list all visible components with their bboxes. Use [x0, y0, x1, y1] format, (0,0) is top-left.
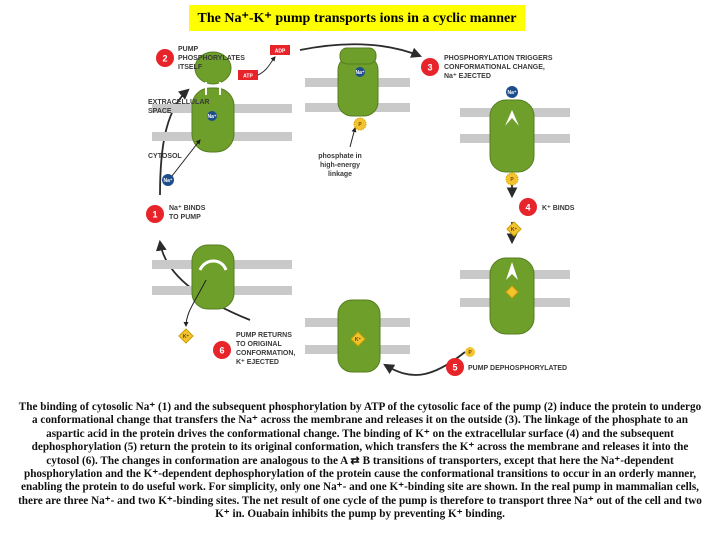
svg-text:PUMP DEPHOSPHORYLATED: PUMP DEPHOSPHORYLATED	[468, 365, 567, 372]
svg-text:K⁺: K⁺	[183, 334, 190, 340]
svg-text:P: P	[468, 350, 472, 356]
svg-text:4: 4	[525, 203, 530, 213]
step-6-label: 6 PUMP RETURNS TO ORIGINAL CONFORMATION,…	[213, 332, 295, 366]
svg-text:Na⁺: Na⁺	[507, 90, 516, 96]
potassium-ion	[505, 285, 519, 299]
svg-text:P: P	[510, 177, 514, 183]
extracellular-label: SPACE	[148, 108, 172, 115]
svg-text:CONFORMATION,: CONFORMATION,	[236, 350, 295, 357]
pump-protein	[489, 99, 535, 173]
phosphate-group	[353, 117, 367, 131]
atp-badge	[238, 70, 258, 80]
phosphate-group	[465, 347, 475, 357]
sodium-ion	[506, 86, 518, 98]
svg-text:Na⁺: Na⁺	[163, 178, 172, 184]
step-2-label: 2 PUMP PHOSPHORYLATES ITSELF	[156, 46, 245, 71]
sodium-ion	[162, 174, 174, 186]
panel-step-2: ADP ATP Na⁺	[152, 45, 292, 153]
svg-text:Na⁺ EJECTED: Na⁺ EJECTED	[444, 73, 491, 80]
svg-text:TO PUMP: TO PUMP	[169, 214, 201, 221]
arrow-6-to-1	[155, 239, 251, 321]
phosphate-annotation: phosphate in high-energy linkage	[318, 127, 362, 178]
svg-text:Na⁺ BINDS: Na⁺ BINDS	[169, 205, 206, 212]
svg-text:PHOSPHORYLATES: PHOSPHORYLATES	[178, 55, 245, 62]
svg-text:linkage: linkage	[328, 171, 352, 178]
adp-badge	[270, 45, 290, 55]
svg-text:Na⁺: Na⁺	[355, 70, 364, 76]
panel-step-3: Na⁺ P	[460, 86, 570, 186]
step-3-label: 3 PHOSPHORYLATION TRIGGERS CONFORMATIONA…	[421, 55, 553, 80]
adp-label: ADP	[275, 49, 286, 55]
diagram-title: The Na⁺-K⁺ pump transports ions in a cyc…	[189, 5, 525, 31]
step-4-label: 4 K⁺ BINDS	[519, 198, 575, 216]
svg-text:3: 3	[427, 63, 432, 73]
panel-step-5: P	[460, 257, 570, 357]
figure-caption: The binding of cytosolic Na⁺ (1) and the…	[18, 401, 702, 521]
svg-text:K⁺ BINDS: K⁺ BINDS	[542, 205, 575, 212]
arrow-2-to-3	[299, 43, 423, 58]
svg-text:CONFORMATIONAL CHANGE,: CONFORMATIONAL CHANGE,	[444, 64, 545, 71]
svg-text:K⁺ EJECTED: K⁺ EJECTED	[236, 359, 279, 366]
pump-cycle-diagram: ADP ATP Na⁺ 2 PUMP PHOSPHORYLATES ITSELF…	[146, 43, 575, 376]
svg-text:K⁺: K⁺	[355, 337, 362, 343]
svg-text:PUMP: PUMP	[178, 46, 199, 53]
svg-text:TO ORIGINAL: TO ORIGINAL	[236, 341, 282, 348]
svg-text:P: P	[358, 122, 362, 128]
svg-text:ITSELF: ITSELF	[178, 64, 203, 71]
svg-text:6: 6	[219, 346, 224, 356]
pump-protein	[337, 47, 379, 117]
svg-text:high-energy: high-energy	[320, 162, 360, 169]
svg-text:PHOSPHORYLATION TRIGGERS: PHOSPHORYLATION TRIGGERS	[444, 55, 553, 62]
panel-top-center: Na⁺ P	[305, 47, 410, 131]
cytosol-label: CYTOSOL	[148, 153, 182, 160]
panel-step-1: K⁺	[152, 244, 292, 344]
sodium-ion	[355, 67, 365, 77]
svg-text:Na⁺: Na⁺	[207, 114, 216, 120]
panel-bottom-center: K⁺	[305, 299, 410, 373]
svg-text:PUMP RETURNS: PUMP RETURNS	[236, 332, 292, 339]
pump-protein	[191, 244, 235, 310]
phosphate-group	[505, 172, 519, 186]
potassium-ion	[350, 331, 366, 347]
step-5-label: 5 PUMP DEPHOSPHORYLATED	[446, 358, 567, 376]
potassium-ion	[178, 328, 194, 344]
potassium-ion	[506, 221, 522, 237]
svg-text:5: 5	[452, 363, 457, 373]
svg-text:1: 1	[152, 210, 157, 220]
extracellular-label: EXTRACELLULAR	[148, 99, 209, 106]
svg-text:2: 2	[162, 54, 167, 64]
atp-label: ATP	[243, 74, 253, 80]
svg-text:phosphate in: phosphate in	[318, 153, 362, 160]
svg-text:K⁺: K⁺	[511, 227, 518, 233]
sodium-ion	[207, 111, 217, 121]
step-1-label: 1 Na⁺ BINDS TO PUMP	[146, 205, 206, 223]
